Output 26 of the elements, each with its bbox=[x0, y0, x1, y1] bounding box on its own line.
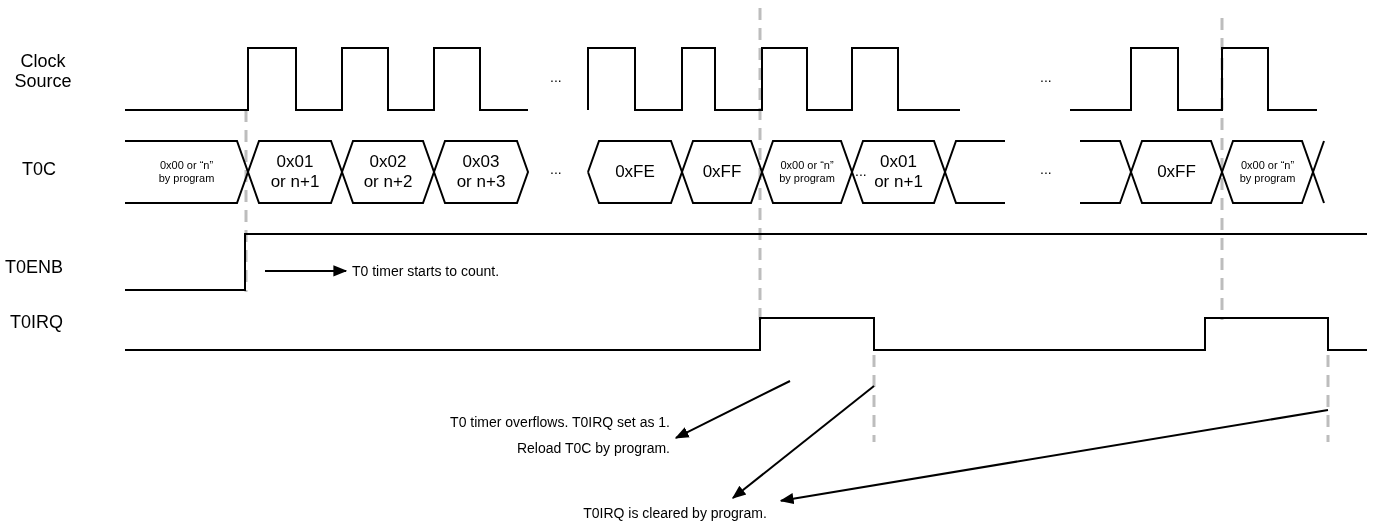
annotation-text: T0 timer overflows. T0IRQ set as 1. Reload T0C by program. bbox=[449, 413, 670, 458]
ellipsis: ... bbox=[550, 162, 562, 178]
bus-value-text: 0xFF bbox=[701, 162, 743, 182]
bus-value-text: 0x01 or n+1 bbox=[269, 152, 321, 192]
arrow bbox=[264, 265, 348, 277]
bus-value-text: 0x00 or “n” by program bbox=[778, 159, 836, 185]
bus-value-text: 0x00 or “n” by program bbox=[1238, 159, 1297, 185]
arrow bbox=[731, 385, 875, 499]
signal-name: T0IRQ bbox=[10, 313, 63, 333]
bus-value-text: 0xFE bbox=[614, 162, 656, 182]
arrow bbox=[674, 380, 791, 439]
annotation-text: T0 timer starts to count. bbox=[352, 262, 500, 282]
ellipsis: ... bbox=[855, 164, 867, 180]
bus-value-text: 0x02 or n+2 bbox=[362, 152, 414, 192]
bus-value-text: 0xFF bbox=[1156, 162, 1197, 182]
bus-value-text: 0x03 or n+3 bbox=[455, 152, 507, 192]
bus-value-text: 0x00 or “n” by program bbox=[157, 159, 216, 185]
annotation-text: T0IRQ is cleared by program. bbox=[583, 504, 767, 524]
arrow bbox=[779, 409, 1329, 505]
ellipsis: ... bbox=[1040, 162, 1052, 178]
bus-value-text: 0x01 or n+1 bbox=[873, 152, 924, 192]
signal-name: Clock Source bbox=[13, 52, 73, 92]
signal-name: T0ENB bbox=[5, 258, 64, 278]
ellipsis: ... bbox=[1040, 70, 1052, 86]
signal-name: T0C bbox=[22, 160, 56, 180]
ellipsis: ... bbox=[550, 70, 562, 86]
